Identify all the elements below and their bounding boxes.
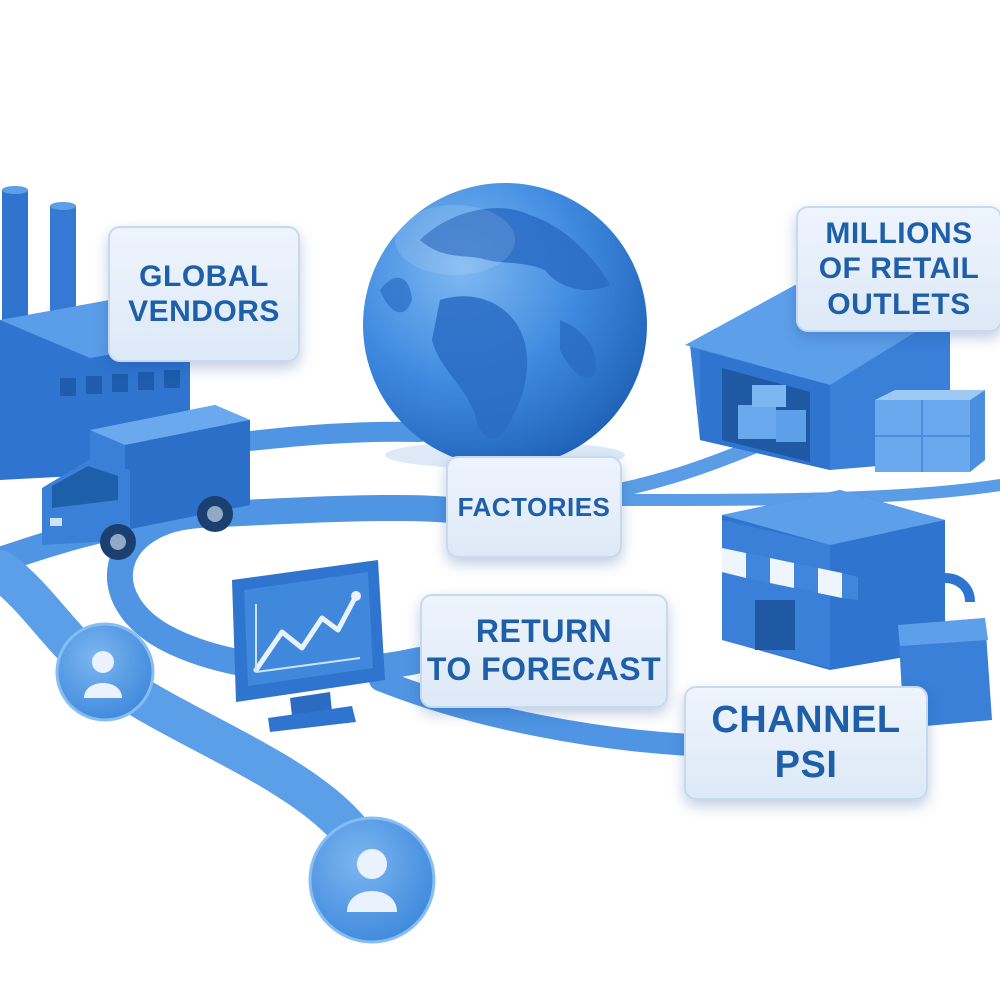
path-forecast-to-channel (369, 669, 701, 756)
label-line: OUTLETS (827, 287, 971, 321)
label-line: MILLIONS (825, 216, 973, 250)
boxes-icon (875, 390, 985, 472)
label-line: OF RETAIL (818, 252, 980, 286)
label-line: PSI (774, 744, 838, 786)
user-node-lower (308, 816, 436, 944)
label-line: CHANNEL (711, 699, 901, 742)
truck-icon (42, 405, 250, 560)
user-icon (347, 849, 397, 912)
label-line: VENDORS (128, 295, 280, 328)
monitor-chart-icon (232, 560, 385, 732)
label-line: FACTORIES (457, 491, 611, 522)
globe-icon (363, 183, 647, 469)
label-line: TO FORECAST (426, 651, 662, 687)
label-factories: FACTORIES (446, 456, 622, 558)
label-channel-psi: CHANNEL PSI (684, 686, 928, 800)
label-global-vendors: GLOBAL VENDORS (108, 226, 300, 362)
label-return-to-forecast: RETURN TO FORECAST (420, 594, 668, 708)
store-icon (722, 490, 945, 670)
user-node-upper (55, 622, 155, 722)
label-line: RETURN (475, 613, 613, 650)
label-millions-retail-outlets: MILLIONS OF RETAIL OUTLETS (796, 206, 1000, 332)
awning (722, 548, 858, 600)
trend-line (253, 593, 359, 673)
label-line: GLOBAL (139, 259, 269, 293)
user-icon (84, 651, 122, 698)
